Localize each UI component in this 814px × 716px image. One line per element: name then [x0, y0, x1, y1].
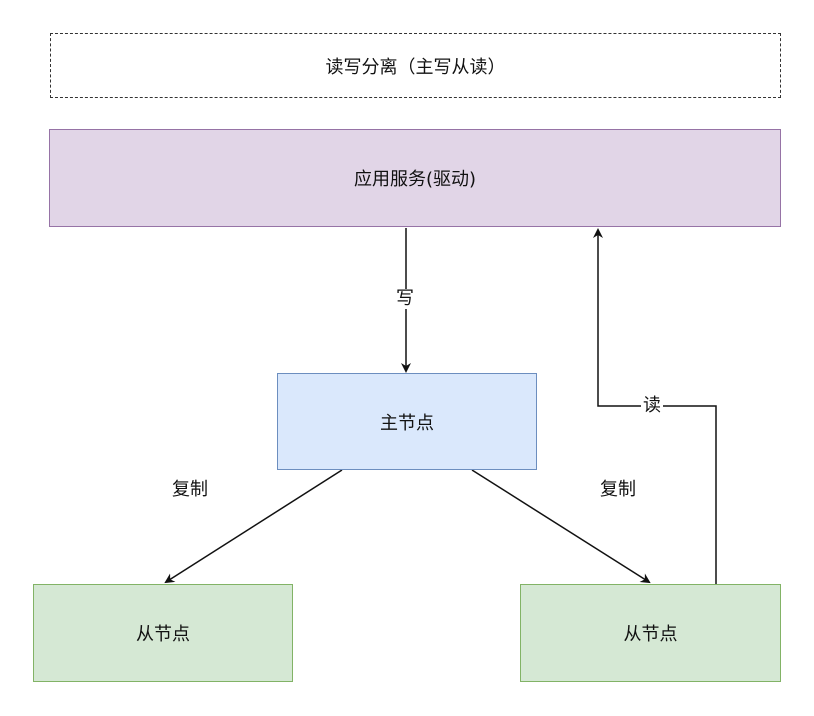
master-node: 主节点: [277, 373, 537, 470]
slave-node-right-label: 从节点: [623, 624, 678, 645]
read-edge-label: 读: [641, 395, 663, 416]
diagram-title: 读写分离（主写从读）: [50, 33, 781, 98]
diagram-title-text: 读写分离（主写从读）: [325, 56, 506, 78]
slave-node-left: 从节点: [33, 584, 293, 682]
master-node-label: 主节点: [380, 412, 434, 434]
write-edge-label: 写: [394, 288, 416, 309]
copy-arrow-left: [164, 469, 343, 584]
copy-edge-label-right: 复制: [600, 479, 636, 500]
app-service-node: 应用服务(驱动): [49, 129, 781, 227]
app-service-label: 应用服务(驱动): [353, 169, 477, 190]
copy-arrow-right: [471, 469, 651, 584]
slave-node-right: 从节点: [520, 584, 781, 682]
slave-node-left-label: 从节点: [136, 624, 190, 645]
copy-edge-label-left: 复制: [172, 479, 208, 500]
